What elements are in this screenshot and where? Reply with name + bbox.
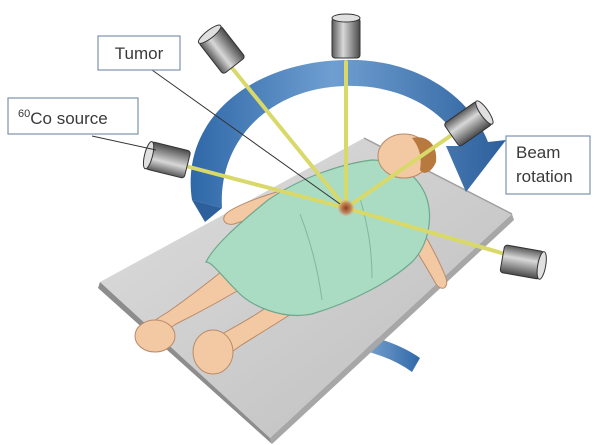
tumor-label: Tumor — [98, 36, 180, 70]
beam-rotation-label: Beam rotation — [506, 136, 590, 194]
svg-text:60Co source: 60Co source — [18, 108, 108, 128]
source-label-superscript: 60 — [18, 108, 30, 120]
cobalt-source-upper-left — [196, 22, 245, 74]
beam-rotation-label-line2: rotation — [516, 167, 573, 186]
tumor-label-text: Tumor — [115, 44, 164, 63]
source-leader-line — [92, 136, 156, 150]
cobalt-source-top — [332, 14, 360, 58]
cobalt-source-left — [141, 141, 190, 179]
right-foot — [193, 330, 233, 374]
cobalt-source-right — [500, 245, 548, 280]
beam-rotation-label-line1: Beam — [516, 143, 560, 162]
left-foot — [135, 320, 175, 352]
source-label-text: Co source — [30, 109, 107, 128]
cobalt-source-label: 60Co source — [8, 98, 138, 134]
tumor-spot — [337, 199, 355, 217]
